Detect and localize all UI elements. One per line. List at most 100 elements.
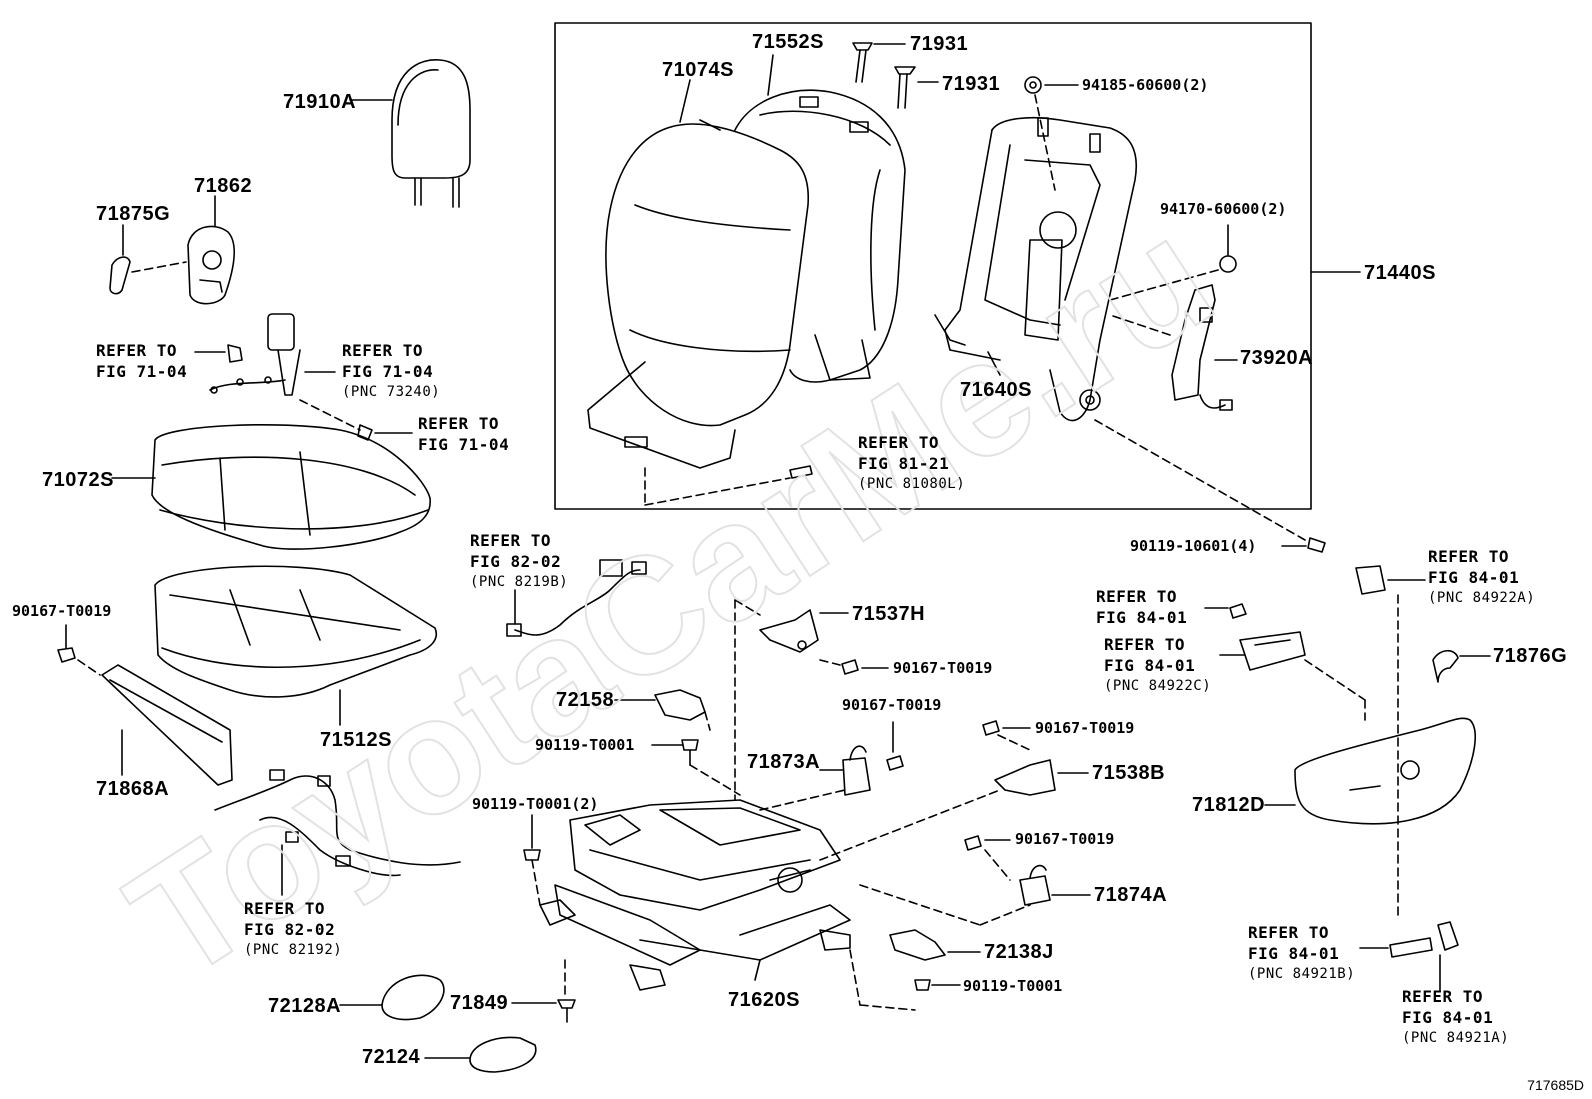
part-label-71640s: 71640S	[960, 379, 1032, 401]
seat-belt-buckle-drawing	[194, 313, 413, 441]
side-cover-drawing	[1264, 717, 1476, 825]
part-label-94170: 94170-60600(2)	[1160, 200, 1287, 218]
cover-73920a-drawing	[1109, 284, 1238, 411]
part-label-94185: 94185-60600(2)	[1082, 76, 1209, 94]
cover-71862-drawing	[187, 195, 235, 305]
refer-note-2: REFER TO FIG 71-04 (PNC 73240)	[342, 340, 440, 403]
cover-72128a-drawing	[381, 974, 445, 1021]
bracket-71874a-drawing	[859, 864, 1091, 926]
refer-note-10: REFER TO FIG 84-01 (PNC 84921B)	[1248, 922, 1355, 985]
part-label-71537h: 71537H	[852, 603, 926, 625]
part-label-71873a: 71873A	[747, 751, 821, 773]
seat-track-drawing	[539, 799, 851, 991]
refer-line-1: REFER TO	[96, 341, 178, 360]
part-label-73920a: 73920A	[1240, 347, 1314, 369]
bolt-90167-c-drawing	[982, 720, 1000, 736]
switch-84922a-drawing	[1355, 565, 1386, 595]
refer-pnc: (PNC 8219B)	[470, 574, 569, 590]
wire-harness-upper-drawing	[506, 559, 647, 637]
part-label-71552s: 71552S	[752, 31, 824, 53]
bracket-71873a-drawing	[759, 745, 871, 811]
refer-note-5: REFER TO FIG 82-02 (PNC 8219B)	[470, 530, 568, 593]
knob-84921a-drawing	[1437, 921, 1459, 951]
part-label-90119-t0001-b: 90119-T0001	[963, 977, 1063, 995]
refer-line-2: FIG 84-01	[1104, 656, 1196, 675]
refer-note-3: REFER TO FIG 71-04	[418, 413, 509, 455]
part-label-71538b: 71538B	[1092, 762, 1166, 784]
refer-line-1: REFER TO	[342, 341, 424, 360]
part-label-71512s: 71512S	[320, 729, 392, 751]
part-label-90167-t0019-d: 90167-T0019	[1015, 830, 1115, 848]
part-label-71440s: 71440S	[1364, 262, 1436, 284]
bolt-90167-a-drawing	[841, 659, 859, 675]
bolt-90119-t0001-2-drawing	[523, 849, 541, 861]
screw-8401-drawing	[1229, 603, 1247, 619]
refer-line-2: FIG 81-21	[858, 454, 950, 473]
refer-note-11: REFER TO FIG 84-01 (PNC 84921A)	[1402, 986, 1509, 1049]
cover-72138j-drawing	[849, 929, 981, 1011]
refer-line-1: REFER TO	[1402, 987, 1484, 1006]
part-label-72124: 72124	[362, 1046, 421, 1068]
part-label-71910a: 71910A	[283, 91, 357, 113]
refer-note-6: REFER TO FIG 82-02 (PNC 82192)	[244, 898, 342, 961]
refer-line-2: FIG 71-04	[342, 362, 434, 381]
part-label-71868a: 71868A	[96, 778, 170, 800]
back-frame-drawing	[934, 116, 1137, 422]
refer-note-4: REFER TO FIG 81-21 (PNC 81080L)	[858, 432, 965, 495]
refer-line-1: REFER TO	[1248, 923, 1330, 942]
refer-line-1: REFER TO	[418, 414, 500, 433]
part-label-90167-t0019-c: 90167-T0019	[1035, 719, 1135, 737]
nut-94170-drawing	[1109, 224, 1237, 301]
part-label-71620s: 71620S	[728, 989, 800, 1011]
connector-84922c-drawing	[1239, 631, 1306, 671]
refer-line-2: FIG 71-04	[418, 435, 510, 454]
headrest-drawing	[349, 59, 471, 208]
refer-line-1: REFER TO	[1428, 547, 1510, 566]
part-label-72138j: 72138J	[984, 941, 1054, 963]
refer-line-1: REFER TO	[1096, 587, 1178, 606]
bracket-72158-drawing	[614, 689, 711, 731]
refer-line-2: FIG 84-01	[1096, 608, 1188, 627]
refer-line-2: FIG 84-01	[1402, 1008, 1494, 1027]
refer-line-1: REFER TO	[858, 433, 940, 452]
refer-pnc: (PNC 84921A)	[1402, 1030, 1510, 1046]
back-cover-drawing	[587, 79, 810, 469]
part-label-71875g: 71875G	[96, 203, 171, 225]
trim-71875g-drawing	[109, 256, 131, 295]
refer-line-1: REFER TO	[244, 899, 326, 918]
part-label-71849: 71849	[450, 992, 509, 1014]
part-label-71931-a: 71931	[910, 33, 969, 55]
part-label-72158: 72158	[556, 689, 615, 711]
refer-note-8: REFER TO FIG 84-01	[1096, 586, 1187, 628]
bracket-71537h-drawing	[734, 599, 849, 801]
part-label-90167-t0019-left: 90167-T0019	[12, 602, 112, 620]
refer-note-1: REFER TO FIG 71-04	[96, 340, 187, 382]
trim-71876g-drawing	[1432, 649, 1459, 683]
part-label-90167-t0019-b: 90167-T0019	[842, 696, 942, 714]
bolt-90119-10601-drawing	[1307, 537, 1326, 553]
refer-line-2: FIG 71-04	[96, 362, 188, 381]
refer-pnc: (PNC 84922C)	[1104, 678, 1212, 694]
refer-line-2: FIG 84-01	[1428, 568, 1520, 587]
cover-72124-drawing	[469, 1036, 537, 1073]
part-label-72128a: 72128A	[268, 995, 342, 1017]
refer-pnc: (PNC 84921B)	[1248, 966, 1356, 982]
refer-pnc: (PNC 82192)	[244, 942, 343, 958]
bolt-90119-t0001-a-drawing	[681, 739, 699, 751]
refer-pnc: (PNC 81080L)	[858, 476, 966, 492]
part-label-71074s: 71074S	[662, 59, 734, 81]
pin-71931-drawing	[852, 42, 939, 109]
side-panel-drawing	[77, 659, 233, 786]
refer-pnc: (PNC 73240)	[342, 384, 441, 400]
part-label-90167-t0019-a: 90167-T0019	[893, 659, 993, 677]
refer-line-1: REFER TO	[470, 531, 552, 550]
bolt-left-drawing	[57, 647, 76, 663]
part-label-71876g: 71876G	[1493, 645, 1568, 667]
part-label-71931-b: 71931	[942, 73, 1001, 95]
wire-harness-left-drawing	[214, 769, 461, 896]
cushion-cover-drawing	[111, 423, 431, 550]
part-label-71072s: 71072S	[42, 469, 114, 491]
part-label-71874a: 71874A	[1094, 884, 1168, 906]
part-label-71862: 71862	[194, 175, 253, 197]
